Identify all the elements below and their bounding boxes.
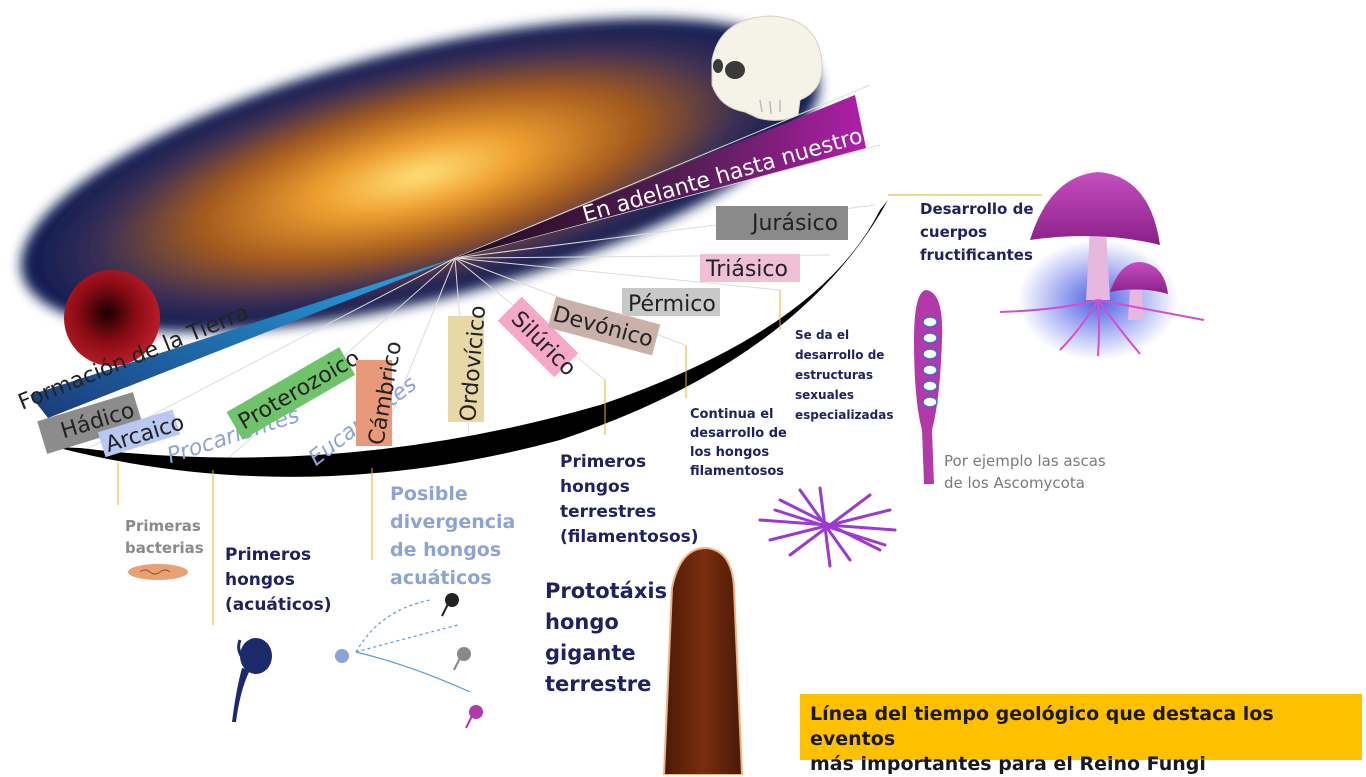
early-earth-icon [64,270,160,366]
note-primeros-hongos-acuaticos: Primeros hongos (acuáticos) [225,545,332,615]
era-permico-label: Pérmico [628,292,716,317]
event-connectors [117,194,1042,625]
era-triasico-bar: Triásico [700,254,800,282]
chytrid-icons [335,593,483,729]
note-primeras-bacterias: Primeras bacterias [125,517,204,557]
note-hongos-terrestres: Primeros hongos terrestres (filamentosos… [560,452,699,547]
mushroom-icon [999,172,1205,360]
note-ascas: Por ejemplo las ascas de los Ascomycota [944,452,1106,492]
note-fructificantes: Desarrollo de cuerpos fructificantes [920,200,1034,264]
note-filamentosos: Continua el desarrollo de los hongos fil… [690,407,787,479]
era-permico-bar: Pérmico [622,288,720,317]
caption-line-2: más importantes para el Reino Fungi [810,753,1206,775]
caption-box: Línea del tiempo geológico que destaca l… [800,694,1362,775]
bacteria-icon [128,564,188,580]
note-prototaxis: Prototáxis hongo gigante terrestre [545,579,668,696]
era-jurasico-label: Jurásico [750,211,838,236]
divergence-arrows [355,599,471,693]
era-triasico-label: Triásico [705,257,788,282]
origin-wedge [30,258,455,418]
era-ordovicico-bar: Ordovícico [448,304,491,423]
caption-line-1: Línea del tiempo geológico que destaca l… [810,703,1274,750]
prototaxites-icon [662,546,744,775]
human-skull-icon [711,15,823,121]
ascus-icon [914,290,943,484]
note-sexuales: Se da el desarrollo de estructuras sexua… [795,328,894,422]
cosmos-backdrop [21,18,819,332]
era-jurasico-bar: Jurásico [716,206,848,240]
mycelium-icon [758,486,897,568]
aquatic-fungus-icon [232,638,272,722]
note-divergencia: Posible divergencia de hongos acuáticos [390,483,516,589]
present-wedge [455,95,866,258]
